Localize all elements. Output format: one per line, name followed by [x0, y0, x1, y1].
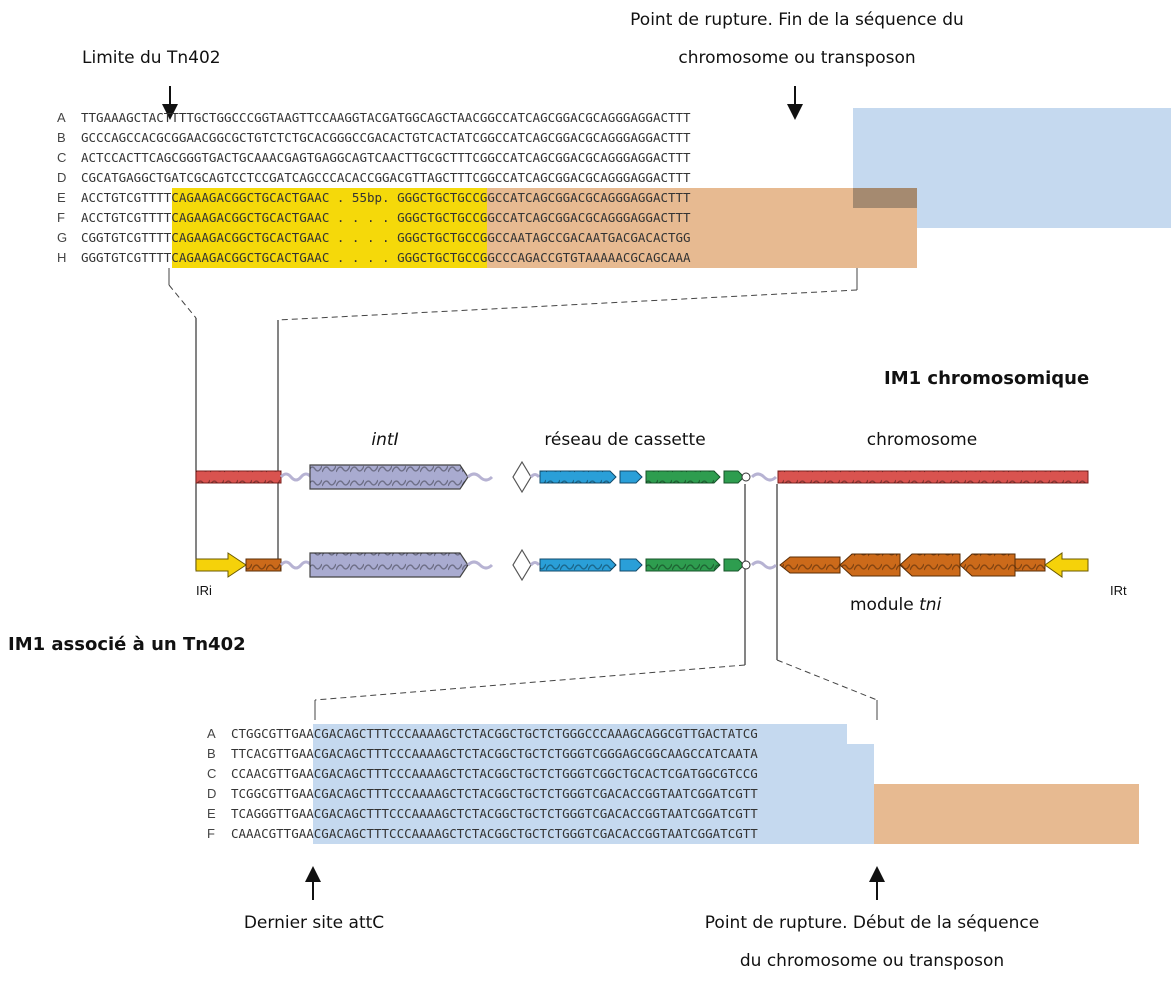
orange-transposon-region	[487, 188, 917, 268]
breakpoint-end-label-line1: Point de rupture. Fin de la séquence du	[630, 10, 964, 30]
breakpoint-start-label-line1: Point de rupture. Début de la séquence	[704, 913, 1040, 933]
IRt-arrow-icon	[1044, 552, 1089, 578]
breakpoint-end-label-line2: chromosome ou transposon	[678, 48, 916, 68]
tn402-row	[195, 548, 1089, 582]
blue-shared-region-ef	[917, 188, 1171, 228]
attI-site-icon	[512, 460, 532, 494]
cassette-blue-2	[619, 558, 643, 572]
IRi-label: IRi	[196, 583, 212, 598]
linker-helix-icon	[279, 472, 313, 482]
blue-attC-region	[313, 724, 874, 844]
yellow-IRi-region	[172, 188, 487, 268]
im1-chromosomal-title: IM1 chromosomique	[884, 368, 1090, 389]
IRi-arrow-icon	[195, 552, 247, 578]
tn402-limit-label: Limite du Tn402	[82, 48, 221, 68]
attC-site-icon	[741, 560, 751, 570]
breakpoint-start-label-line2: du chromosome ou transposon	[739, 951, 1005, 971]
cassette-array-label: réseau de cassette	[544, 430, 706, 450]
im1-tn402-title: IM1 associé à un Tn402	[8, 634, 246, 655]
last-attc-label: Dernier site attC	[243, 913, 385, 933]
attI-site-icon	[512, 548, 532, 582]
chromosome-label: chromosome	[866, 430, 978, 450]
intI-label: intI	[371, 430, 399, 450]
tni-module-label: module tni	[850, 595, 942, 615]
chromosomal-row	[195, 460, 1089, 494]
IRt-label: IRt	[1110, 583, 1127, 598]
cassette-green-2	[723, 558, 745, 572]
overlap-region	[853, 188, 917, 208]
cassette-blue-2	[619, 470, 643, 484]
orange-transposon-region	[874, 784, 1139, 844]
cassette-green-2	[723, 470, 745, 484]
mismatch-gap	[847, 724, 874, 744]
attC-site-icon	[741, 472, 751, 482]
